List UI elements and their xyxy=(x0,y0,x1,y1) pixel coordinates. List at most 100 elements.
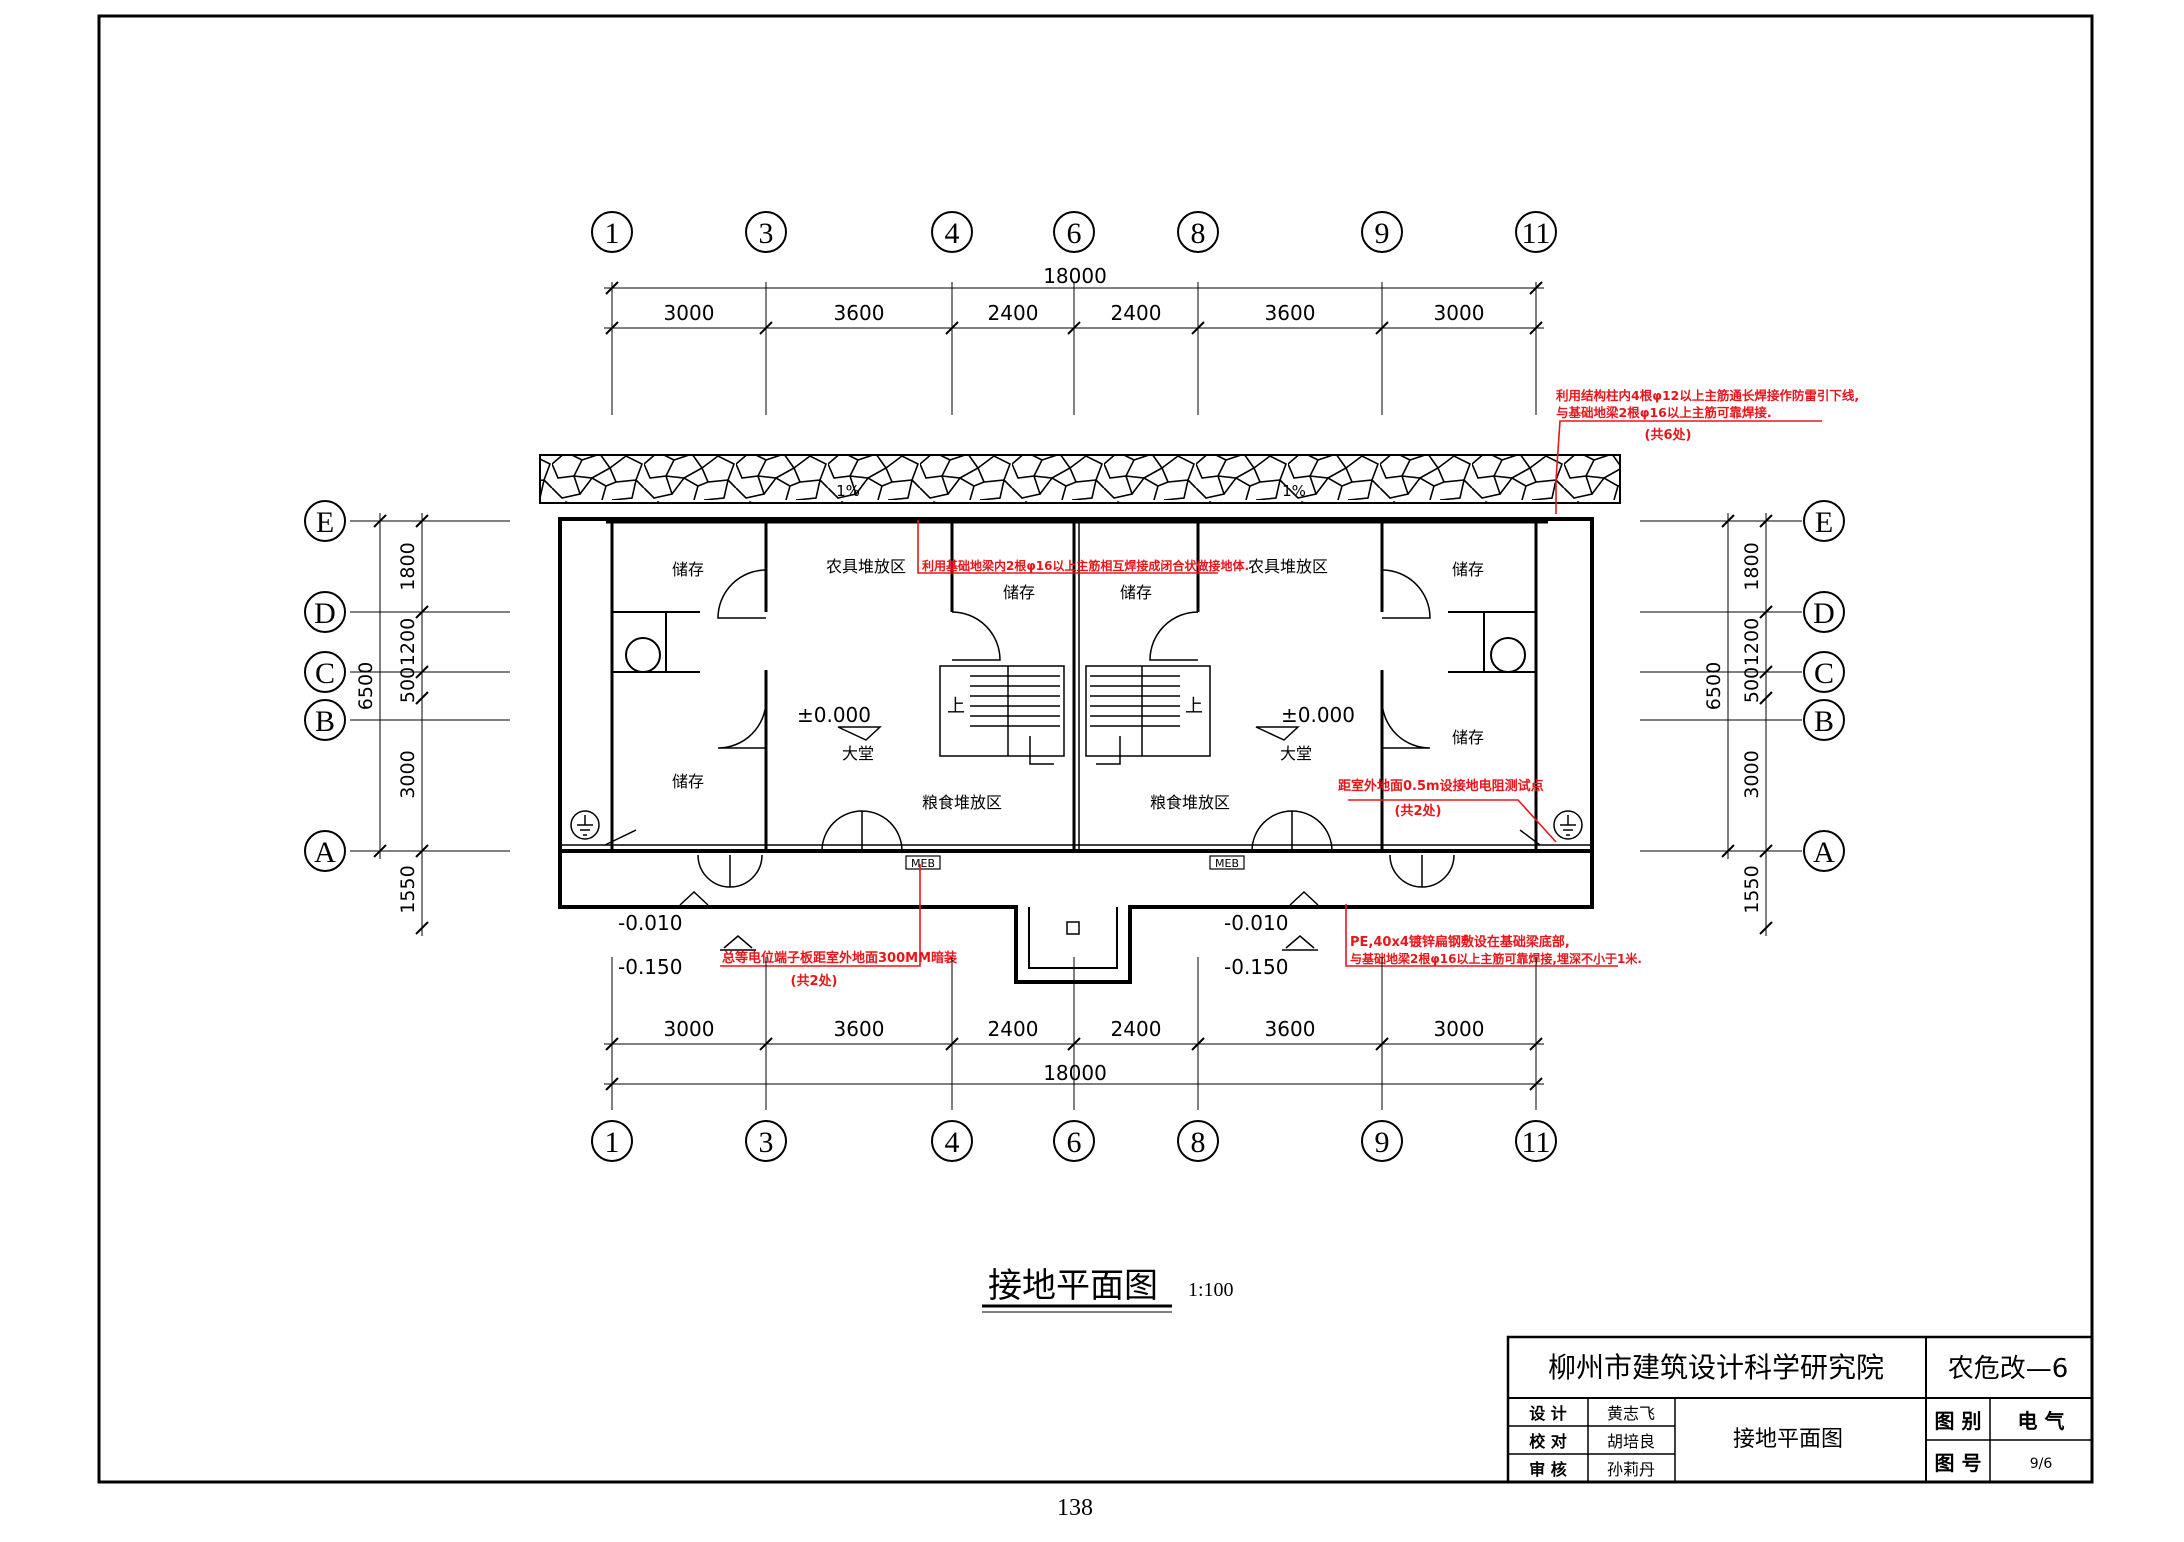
axis-right-circle-3 xyxy=(1803,699,1845,741)
dim-right-tick-1 xyxy=(1759,605,1773,619)
room-storage-br: 储存 xyxy=(1452,728,1484,747)
check-name: 胡培良 xyxy=(1607,1432,1655,1451)
level-out-right-2: -0.150 xyxy=(1224,955,1288,979)
leader-center-top xyxy=(917,520,1218,574)
dim-left-value-3: 3000 xyxy=(397,750,419,798)
dim-right-tick-5 xyxy=(1759,921,1773,935)
dim-top-total-tick-a xyxy=(605,281,619,295)
dim-left-tick-5 xyxy=(415,921,429,935)
axis-top-label-5: 9 xyxy=(1375,217,1390,250)
axis-right-label-0: E xyxy=(1815,506,1833,539)
dim-bottom-value-3: 2400 xyxy=(1111,1017,1162,1041)
dim-bottom-tick-1 xyxy=(759,1037,773,1051)
room-hall-left: 大堂 xyxy=(842,744,874,763)
stair-up-right: 上 xyxy=(1185,696,1203,717)
category-label: 图 别 xyxy=(1935,1409,1982,1433)
dim-left-total-tick-a xyxy=(373,514,387,528)
toilet-left xyxy=(612,611,700,673)
category-value: 电 气 xyxy=(2018,1409,2065,1433)
axis-top-circle-6 xyxy=(1515,211,1557,253)
room-grain-left: 粮食堆放区 xyxy=(922,793,1002,812)
porch-column xyxy=(1066,921,1080,935)
note-bottom-right-2: 与基础地梁2根φ16以上主筋可靠焊接,埋深不小于1米. xyxy=(1350,951,1642,966)
level-floor-left: ±0.000 xyxy=(797,703,871,727)
drawing-name: 接地平面图 xyxy=(1733,1427,1843,1452)
dim-top-value-0: 3000 xyxy=(664,301,715,325)
axis-bottom-circle-3 xyxy=(1053,1120,1095,1162)
institute-name: 柳州市建筑设计科学研究院 xyxy=(1548,1351,1884,1384)
axis-left-label-4: A xyxy=(314,836,336,869)
door-swing-1 xyxy=(717,569,767,619)
ground-symbol-right xyxy=(1519,810,1583,846)
note-bottom-right-1: PE,40x4镀锌扁钢敷设在基础梁底部, xyxy=(1350,934,1570,950)
dim-bottom-value-4: 3600 xyxy=(1265,1017,1316,1041)
dim-top-tick-4 xyxy=(1191,321,1205,335)
axis-top-circle-1 xyxy=(745,211,787,253)
dim-left-value-1: 1200 xyxy=(397,618,419,666)
porch-inner xyxy=(1028,907,1118,969)
door-swing-3 xyxy=(1381,569,1431,619)
drawing-title: 接地平面图 xyxy=(988,1266,1158,1306)
axis-left-label-3: B xyxy=(315,705,335,738)
dim-top-tick-2 xyxy=(945,321,959,335)
dim-left-value-4: 1550 xyxy=(397,865,419,913)
note-bottom-left-1: 总等电位端子板距室外地面300MM暗装 xyxy=(722,950,957,966)
note-top-right-2: 与基础地梁2根φ16以上主筋可靠焊接. xyxy=(1556,405,1772,420)
dim-right-tick-2 xyxy=(1759,665,1773,679)
stair-up-left: 上 xyxy=(947,696,965,717)
note-center-top: 利用基础地梁内2根φ16以上主筋相互焊接成闭合状做接地体. xyxy=(922,558,1249,573)
door-swing-8 xyxy=(1251,810,1333,852)
meb-box-right xyxy=(1209,855,1245,870)
slope-right: 1% xyxy=(1282,482,1306,500)
room-storage-bl: 储存 xyxy=(672,772,704,791)
level-mark-out2-left xyxy=(720,935,756,951)
axis-bottom-label-3: 6 xyxy=(1067,1126,1082,1159)
dim-left-total-tick-b xyxy=(373,844,387,858)
sheet-border xyxy=(97,14,2094,1484)
note-right-test-1: 距室外地面0.5m设接地电阻测试点 xyxy=(1338,778,1544,794)
room-grain-right: 粮食堆放区 xyxy=(1150,793,1230,812)
door-swing-10 xyxy=(1389,854,1455,888)
slope-left: 1% xyxy=(836,482,860,500)
dim-top-tick-0 xyxy=(605,321,619,335)
dim-bottom-value-0: 3000 xyxy=(664,1017,715,1041)
level-mark-floor-left xyxy=(837,726,882,741)
dim-top-tick-3 xyxy=(1067,321,1081,335)
stair-left xyxy=(939,665,1065,765)
note-top-right-1: 利用结构柱内4根φ12以上主筋通长焊接作防雷引下线, xyxy=(1556,388,1859,403)
dim-left-tick-3 xyxy=(415,691,429,705)
dim-top-value-1: 3600 xyxy=(834,301,885,325)
number-value: 9/6 xyxy=(2030,1456,2053,1472)
dims-top-total: 18000 xyxy=(1043,264,1107,288)
axis-left-circle-0 xyxy=(304,500,346,542)
dim-top-value-4: 3600 xyxy=(1265,301,1316,325)
dim-left-tick-0 xyxy=(415,514,429,528)
dim-bottom-value-5: 3000 xyxy=(1434,1017,1485,1041)
axis-bottom-label-6: 11 xyxy=(1522,1126,1551,1159)
axis-right-label-4: A xyxy=(1813,836,1835,869)
dim-left-tick-4 xyxy=(415,844,429,858)
axis-bottom-label-2: 4 xyxy=(945,1126,960,1159)
room-tool-left: 农具堆放区 xyxy=(826,557,906,576)
dim-top-tick-6 xyxy=(1529,321,1543,335)
dim-bottom-tick-5 xyxy=(1375,1037,1389,1051)
leader-bottom-right xyxy=(1345,904,1618,967)
dim-top-value-3: 2400 xyxy=(1111,301,1162,325)
note-right-test-2: (共2处) xyxy=(1395,803,1442,819)
room-storage-ml: 储存 xyxy=(1003,583,1035,602)
design-label: 设 计 xyxy=(1529,1404,1567,1423)
axis-right-label-1: D xyxy=(1813,597,1835,630)
level-mark-floor-right xyxy=(1255,726,1300,741)
axis-bottom-label-5: 9 xyxy=(1375,1126,1390,1159)
dim-right-total-tick-b xyxy=(1721,844,1735,858)
axis-top-circle-3 xyxy=(1053,211,1095,253)
room-hall-right: 大堂 xyxy=(1280,744,1312,763)
level-mark-out-left xyxy=(676,890,712,908)
dim-left-tick-1 xyxy=(415,605,429,619)
page-number: 138 xyxy=(1057,1495,1093,1521)
dim-left-value-0: 1800 xyxy=(397,542,419,590)
